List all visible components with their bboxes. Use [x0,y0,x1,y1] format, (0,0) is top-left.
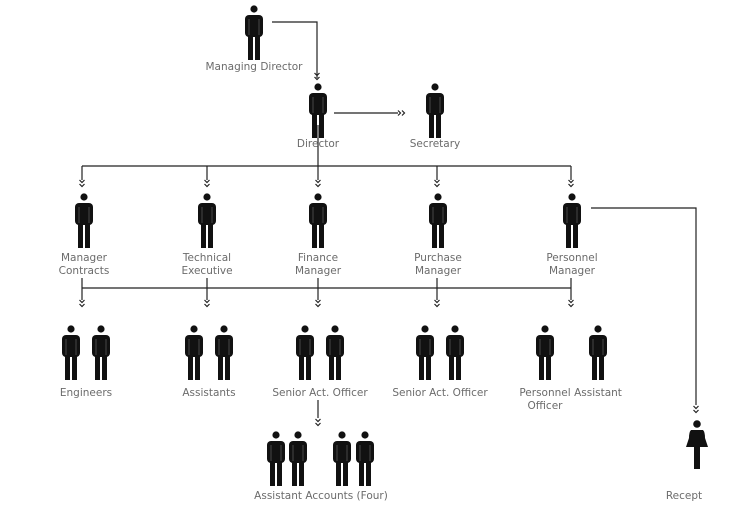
label-assistant: Assistant [574,387,622,399]
label-assistant-accounts: Assistant Accounts (Four) [254,490,388,502]
label-engineers: Engineers [59,387,113,399]
male-person-icon [245,5,263,60]
male-person-icon [446,325,464,380]
label-line: Manager [60,252,108,264]
male-person-icon [356,431,374,486]
arrow-down-icon [204,179,210,188]
arrow-down-icon [693,405,699,414]
arrow-down-icon [434,299,440,308]
male-person-icon [185,325,203,380]
arrow-down-icon [434,179,440,188]
connector-line [591,207,697,405]
male-person-icon [309,193,327,248]
male-person-icon [215,325,233,380]
arrow-right-icon [397,110,406,116]
male-person-icon [589,325,607,380]
label-line: Finance [297,252,339,264]
label-senior-act-officer-2: Senior Act. Officer [392,387,488,399]
label-line: Contracts [58,265,110,277]
male-person-icon [429,193,447,248]
arrow-down-icon [204,299,210,308]
male-person-icon [563,193,581,248]
label-line: Purchase [414,252,462,264]
male-person-icon [62,325,80,380]
male-person-icon [296,325,314,380]
male-person-icon [289,431,307,486]
arrow-down-icon [315,299,321,308]
male-person-icon [426,83,444,138]
male-person-icon [536,325,554,380]
male-person-icon [198,193,216,248]
arrow-down-icon [315,418,321,427]
arrow-down-icon [79,299,85,308]
label-line: Technical [182,252,232,264]
label-director: Director [296,138,340,150]
label-assistants: Assistants [182,387,236,399]
arrow-down-icon [314,72,320,81]
label-line: Manager [414,265,462,277]
male-person-icon [92,325,110,380]
male-person-icon [75,193,93,248]
female-person-icon [686,420,708,469]
male-person-icon [309,83,327,138]
label-senior-act-officer-1: Senior Act. Officer [272,387,368,399]
arrow-down-icon [315,179,321,188]
male-person-icon [267,431,285,486]
label-line: Officer [527,400,563,412]
label-line: Manager [294,265,342,277]
connector-line [272,21,318,78]
label-line: Personnel [519,387,571,399]
label-line: Personnel [546,252,598,264]
arrow-down-icon [79,179,85,188]
male-person-icon [326,325,344,380]
arrow-down-icon [568,299,574,308]
arrow-down-icon [568,179,574,188]
label-managing-director: Managing Director [205,61,303,73]
label-recept: Recept [665,490,703,502]
male-person-icon [416,325,434,380]
label-line: Manager [548,265,596,277]
label-secretary: Secretary [409,138,461,150]
label-line: Executive [181,265,233,277]
male-person-icon [333,431,351,486]
